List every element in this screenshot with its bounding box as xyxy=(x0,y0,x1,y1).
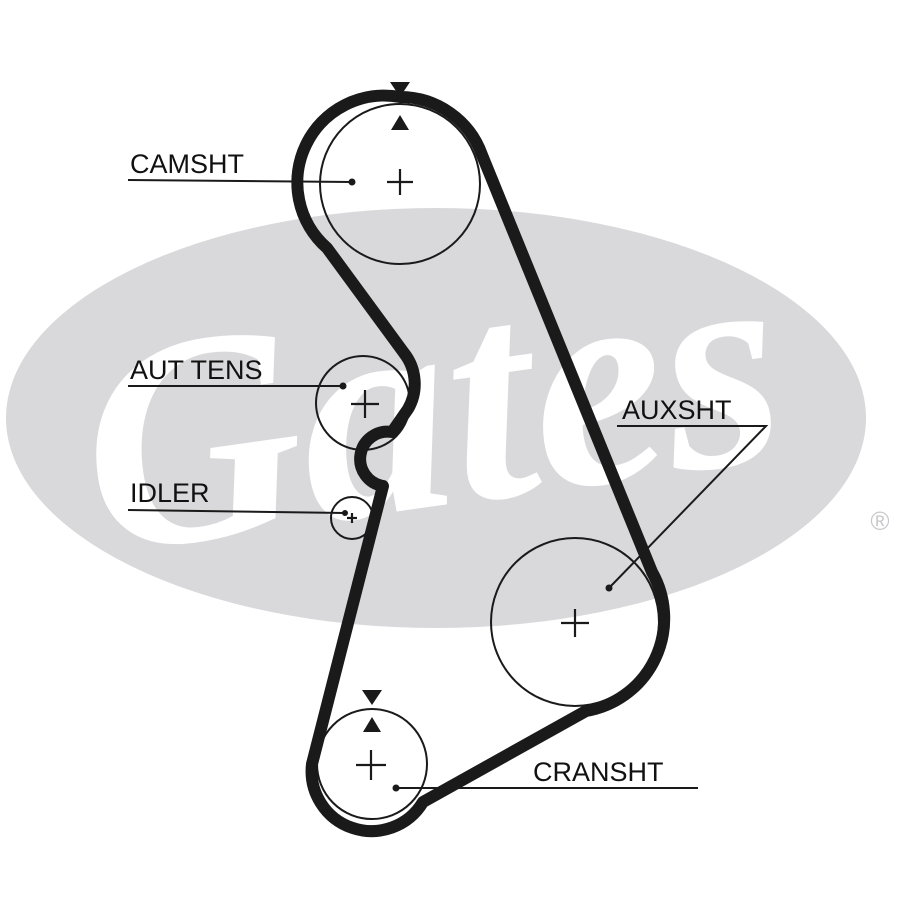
camshaft-leader-dot xyxy=(348,178,356,186)
camshaft-pulley xyxy=(319,103,481,265)
crankshaft-label: CRANSHT xyxy=(533,757,664,787)
crankshaft-leader-dot xyxy=(392,784,400,792)
leader-lines xyxy=(127,179,769,789)
camshaft-leader xyxy=(127,179,353,183)
tensioner-center-mark xyxy=(351,390,379,418)
camshaft-timing-mark-outer-icon xyxy=(390,82,410,97)
logo-ellipse xyxy=(6,208,866,628)
auxshaft-leader xyxy=(608,425,769,589)
center-marks xyxy=(347,169,589,780)
auxshaft-leader-dot xyxy=(605,584,613,592)
idler-label: IDLER xyxy=(130,478,210,508)
camshaft-center-mark xyxy=(387,169,413,195)
idler-leader-dot xyxy=(342,510,348,516)
camshaft-label: CAMSHT xyxy=(130,149,244,179)
tensioner-label: AUT TENS xyxy=(130,355,263,385)
tensioner-leader-dot xyxy=(339,382,347,390)
camshaft-timing-mark-inner-icon xyxy=(391,115,409,130)
component-labels: CAMSHT AUT TENS IDLER AUXSHT CRANSHT xyxy=(130,149,732,787)
crankshaft-center-mark xyxy=(356,750,386,780)
idler-center-mark xyxy=(347,513,357,523)
auxshaft-center-mark xyxy=(561,609,589,637)
leader-dots xyxy=(339,178,613,792)
crankshaft-timing-mark-inner-icon xyxy=(363,717,381,732)
registered-mark: ® xyxy=(870,506,889,536)
timing-marks xyxy=(362,82,410,732)
crankshaft-timing-mark-outer-icon xyxy=(362,690,382,705)
timing-belt xyxy=(291,89,671,838)
idler-leader xyxy=(127,509,346,514)
gates-logo-watermark: Gates ® xyxy=(6,192,890,628)
auxshaft-label: AUXSHT xyxy=(622,395,732,425)
